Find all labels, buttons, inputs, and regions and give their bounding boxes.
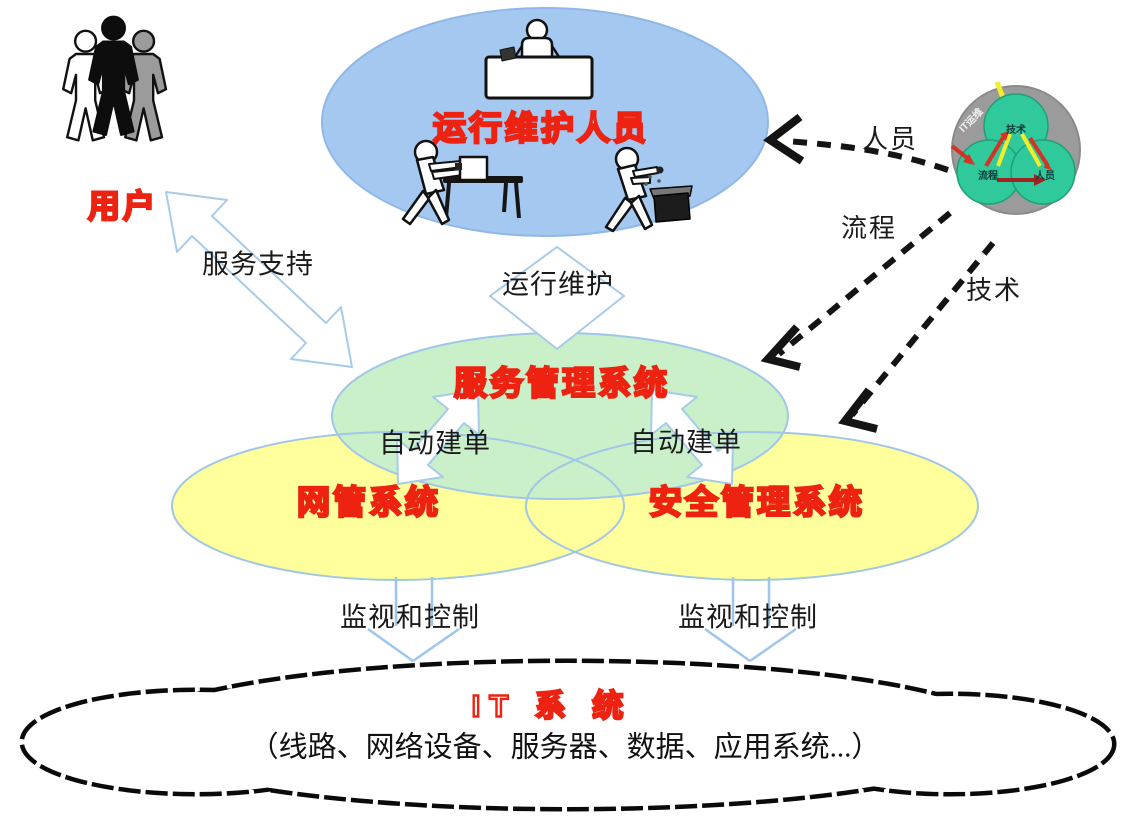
users-icon xyxy=(62,15,168,142)
service-support-arrow xyxy=(165,191,353,368)
auto-ticket-arrow-right xyxy=(650,389,734,485)
ops-desk-figure xyxy=(484,18,594,100)
personnel-dashed-arrow xyxy=(785,138,949,173)
worker-figure-right xyxy=(604,146,693,233)
dashed-arrows xyxy=(760,113,996,433)
monitor-control-label-left: 监视和控制 xyxy=(340,602,480,633)
process-label: 流程 xyxy=(840,213,898,243)
auto-ticket-arrow-left xyxy=(396,389,480,485)
technology-label: 技术 xyxy=(965,275,1023,305)
monitor-arrow-left xyxy=(367,577,460,663)
it-system-cloud xyxy=(19,658,1117,812)
auto-ticket-label-left: 自动建单 xyxy=(379,428,491,459)
technology-dashed-arrow xyxy=(849,241,996,417)
it-system-label: IT 系 统 xyxy=(470,688,633,724)
ops-maintenance-arrow xyxy=(489,246,625,350)
monitor-control-label-right: 监视和控制 xyxy=(678,602,818,633)
process-dashed-arrow xyxy=(777,210,952,357)
ops-maintenance-label: 运行维护 xyxy=(502,269,614,300)
auto-ticket-label-right: 自动建单 xyxy=(630,427,742,458)
personnel-label: 人员 xyxy=(861,124,919,154)
service-mgmt-label: 服务管理系统 xyxy=(453,364,670,402)
emblem-process-label: 流程 xyxy=(978,171,998,182)
itsm-emblem xyxy=(950,81,1081,215)
service-mgmt-ellipse xyxy=(332,333,788,499)
worker-figure-left xyxy=(401,139,523,226)
security-mgmt-label: 安全管理系统 xyxy=(648,483,865,521)
emblem-technology-label: 技术 xyxy=(1006,125,1026,136)
emblem-personnel-label: 人员 xyxy=(1035,171,1055,182)
users-label: 用户 xyxy=(87,188,159,224)
it-system-detail: （线路、网络设备、服务器、数据、应用系统...） xyxy=(249,731,881,764)
system-ellipses xyxy=(171,332,979,581)
service-support-label: 服务支持 xyxy=(202,249,314,280)
ops-staff-label: 运行维护人员 xyxy=(432,109,649,147)
monitor-arrow-right xyxy=(704,577,797,663)
network-mgmt-label: 网管系统 xyxy=(296,483,441,521)
